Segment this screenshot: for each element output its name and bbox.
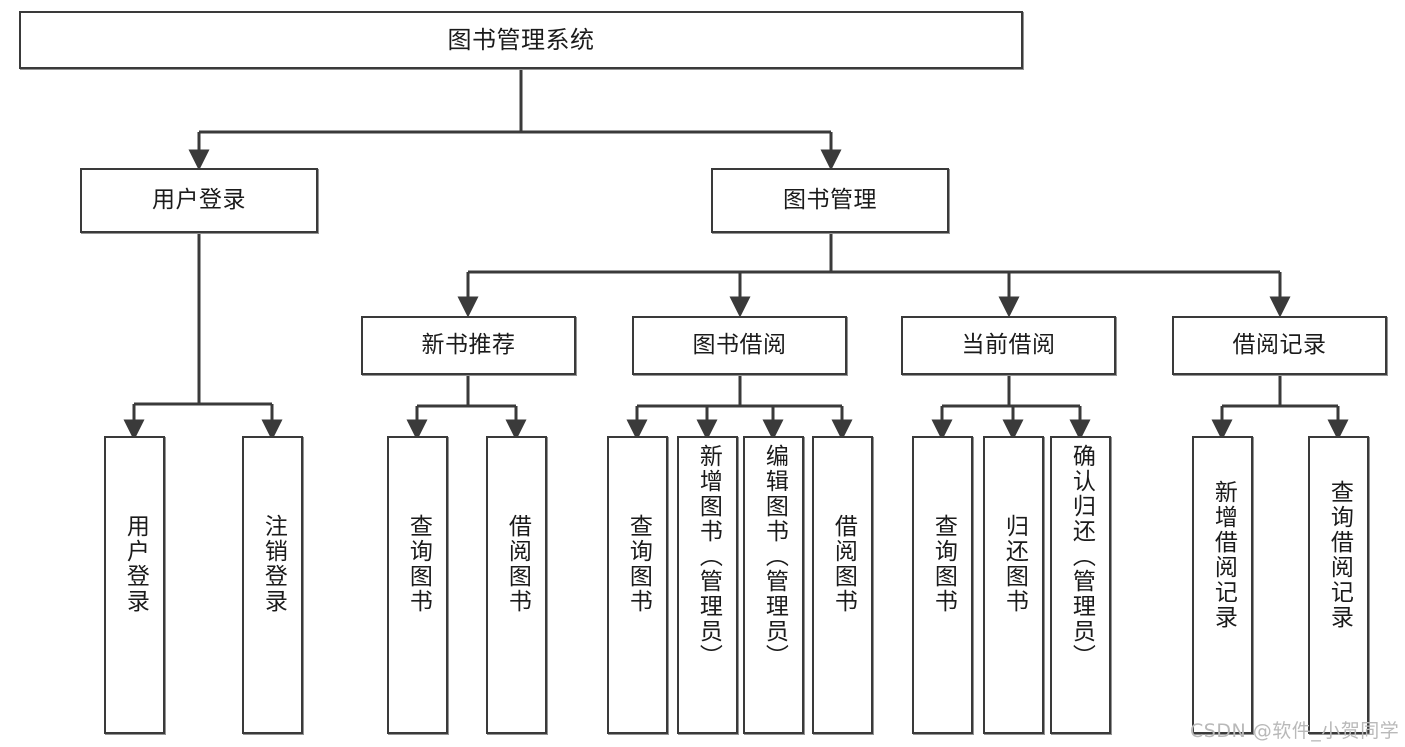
node-book-management[interactable]: 图书管理 — [711, 168, 949, 233]
node-label: 查询图书 — [625, 514, 652, 614]
leaf-borrow-book[interactable]: 借阅图书 — [812, 436, 873, 734]
leaf-add-borrow-record[interactable]: 新增借阅记录 — [1192, 436, 1253, 734]
node-label: 借阅图书 — [504, 514, 531, 614]
node-label: 借阅图书 — [830, 514, 857, 614]
node-current-borrow[interactable]: 当前借阅 — [901, 316, 1116, 375]
leaf-logout[interactable]: 注销登录 — [242, 436, 303, 734]
leaf-user-login[interactable]: 用户登录 — [104, 436, 165, 734]
node-label: 注销登录 — [260, 514, 287, 614]
node-book-borrow[interactable]: 图书借阅 — [632, 316, 847, 375]
node-new-book-recommend[interactable]: 新书推荐 — [361, 316, 576, 375]
leaf-query-borrow-record[interactable]: 查询借阅记录 — [1308, 436, 1369, 734]
node-label: 图书管理 — [783, 186, 877, 213]
leaf-return-book[interactable]: 归还图书 — [983, 436, 1044, 734]
node-label: 用户登录 — [122, 514, 149, 614]
node-label: 编辑图书（管理员） — [761, 444, 788, 669]
node-label: 图书管理系统 — [447, 25, 595, 54]
node-user-login[interactable]: 用户登录 — [80, 168, 318, 233]
csdn-watermark: CSDN @软件_小贺同学 — [1190, 720, 1400, 742]
leaf-confirm-return-admin[interactable]: 确认归还（管理员） — [1050, 436, 1111, 734]
leaf-query-book-current[interactable]: 查询图书 — [912, 436, 973, 734]
leaf-add-book-admin[interactable]: 新增图书（管理员） — [677, 436, 738, 734]
node-label: 归还图书 — [1001, 514, 1028, 614]
node-label: 查询图书 — [405, 514, 432, 614]
node-label: 查询借阅记录 — [1326, 480, 1353, 630]
node-root-book-management-system[interactable]: 图书管理系统 — [19, 11, 1023, 69]
leaf-edit-book-admin[interactable]: 编辑图书（管理员） — [743, 436, 804, 734]
node-label: 用户登录 — [152, 186, 246, 213]
node-label: 图书借阅 — [692, 331, 787, 358]
node-label: 确认归还（管理员） — [1068, 444, 1095, 669]
node-borrow-record[interactable]: 借阅记录 — [1172, 316, 1387, 375]
leaf-query-book-recommend[interactable]: 查询图书 — [387, 436, 448, 734]
node-label: 新增借阅记录 — [1210, 480, 1237, 630]
node-label: 新书推荐 — [421, 331, 516, 358]
leaf-borrow-book-recommend[interactable]: 借阅图书 — [486, 436, 547, 734]
node-label: 查询图书 — [930, 514, 957, 614]
node-label: 当前借阅 — [961, 331, 1056, 358]
node-label: 新增图书（管理员） — [695, 444, 722, 669]
node-label: 借阅记录 — [1232, 331, 1327, 358]
leaf-query-book-borrow[interactable]: 查询图书 — [607, 436, 668, 734]
